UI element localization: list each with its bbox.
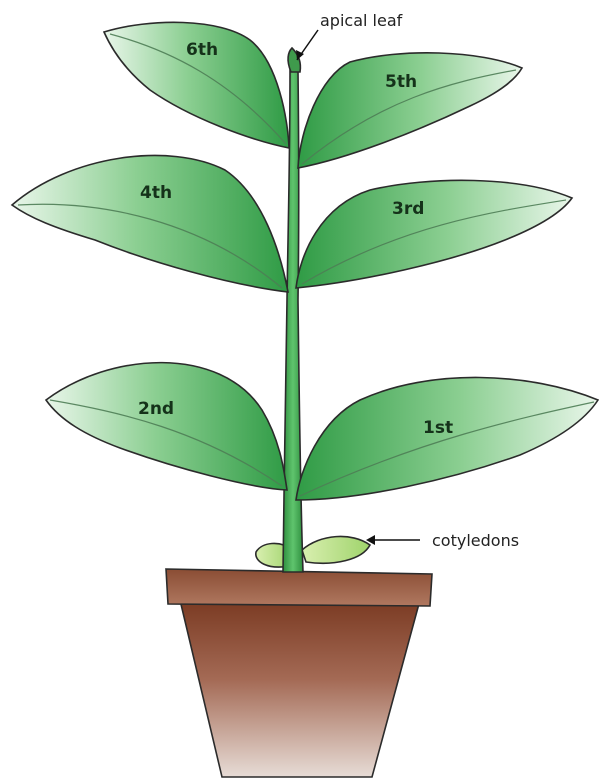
leaf-label-4th: 4th [140, 183, 172, 203]
leaf-label-6th: 6th [186, 40, 218, 60]
apical-leaf-arrow [296, 30, 318, 60]
leaf-2nd [46, 363, 287, 490]
cotyledon-right [302, 536, 370, 563]
leaf-5th [298, 53, 522, 168]
cotyledons [256, 536, 370, 567]
pot-body [180, 600, 420, 777]
leaf-5th-blade [298, 53, 522, 168]
leaf-3rd [296, 180, 572, 288]
apical-leaf-label: apical leaf [320, 11, 403, 30]
leaf-2nd-blade [46, 363, 287, 490]
leaf-label-2nd: 2nd [138, 399, 174, 419]
leaf-1st [296, 377, 598, 500]
leaf-label-3rd: 3rd [392, 199, 424, 219]
cotyledons-arrow [366, 535, 420, 545]
flower-pot [166, 569, 432, 777]
leaf-4th [12, 155, 288, 292]
leaf-label-5th: 5th [385, 72, 417, 92]
leaf-label-1st: 1st [423, 418, 453, 438]
pot-rim [166, 569, 432, 606]
leaf-4th-blade [12, 155, 288, 292]
cotyledons-label: cotyledons [432, 531, 519, 550]
leaf-3rd-blade [296, 180, 572, 288]
